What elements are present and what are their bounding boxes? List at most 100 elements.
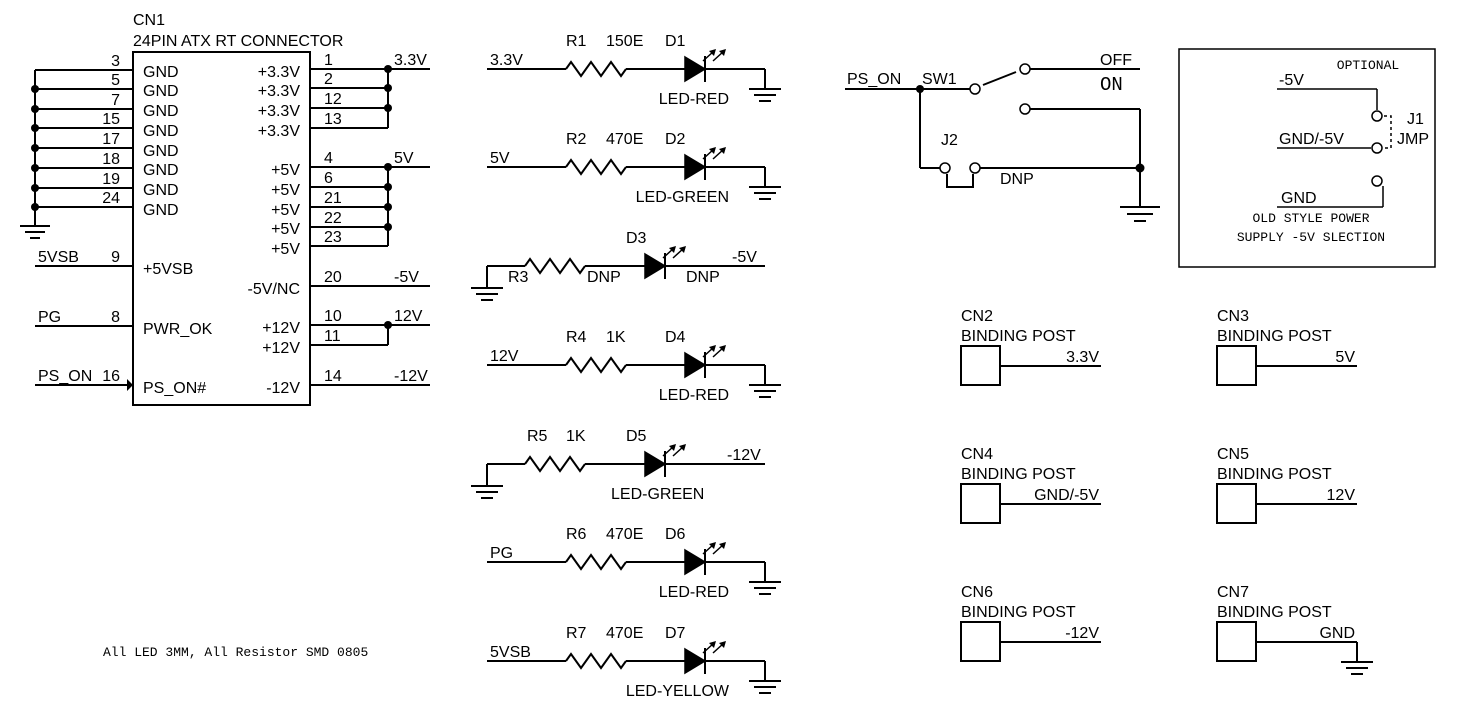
- cn1-pin-label: +5V: [271, 162, 300, 179]
- resistor-value: 1K: [566, 428, 586, 445]
- cn1-pin-num: 17: [102, 131, 120, 148]
- post-net-label: 5V: [1335, 349, 1355, 366]
- cn1-pin-label: GND: [143, 64, 179, 81]
- cn1-pin-num: 15: [102, 111, 120, 128]
- cn1-pin-num: 18: [102, 151, 120, 168]
- cn1-pin-num: 12: [324, 91, 342, 108]
- led-refdes: D6: [665, 526, 686, 543]
- led-d4: [684, 351, 707, 379]
- cn1-pin-num: 2: [324, 71, 333, 88]
- cn1-name: 24PIN ATX RT CONNECTOR: [133, 33, 343, 50]
- post-net-label: GND/-5V: [1034, 487, 1099, 504]
- cn1-pin-num: 24: [102, 190, 120, 207]
- resistor-r3: [524, 257, 586, 275]
- switch-on-label: ON: [1100, 74, 1123, 96]
- post-net-label: 3.3V: [1066, 349, 1099, 366]
- cn1-pin-label: +5V: [271, 241, 300, 258]
- led-refdes: D5: [626, 428, 647, 445]
- net-label: PG: [38, 309, 61, 326]
- optional-frame: [1178, 48, 1436, 268]
- cn1-pin-num: 6: [324, 170, 333, 187]
- resistor-value: 470E: [606, 526, 643, 543]
- switch-off-label: OFF: [1100, 52, 1132, 69]
- j1-pin: [1371, 110, 1383, 122]
- optional-caption: OLD STYLE POWER: [1252, 211, 1369, 226]
- cn1-refdes: CN1: [133, 12, 165, 29]
- j1-value: JMP: [1397, 131, 1429, 148]
- sw1-common-contact: [969, 83, 981, 95]
- cn1-pin-label: GND: [143, 162, 179, 179]
- cn1-pin-label: GND: [143, 182, 179, 199]
- j2-pin: [939, 162, 951, 174]
- j1-pin: [1371, 175, 1383, 187]
- cn1-body: [132, 51, 311, 406]
- net-label: PS_ON: [38, 368, 92, 385]
- led-d7: [684, 647, 707, 675]
- led-refdes: D2: [665, 131, 686, 148]
- net-label: 12V: [490, 348, 519, 365]
- led-refdes: D4: [665, 329, 686, 346]
- cn1-pin-label: +3.3V: [258, 123, 301, 140]
- resistor-refdes: R3: [508, 269, 529, 286]
- optional-caption: SUPPLY -5V SLECTION: [1237, 230, 1385, 245]
- cn1-pin-num: 21: [324, 190, 342, 207]
- net-label: 3.3V: [394, 52, 427, 69]
- sw1-off-contact: [1019, 63, 1031, 75]
- resistor-refdes: R7: [566, 625, 587, 642]
- post-terminal: [960, 483, 1001, 524]
- resistor-value: 150E: [606, 33, 643, 50]
- net-label: 5V: [490, 150, 510, 167]
- sw1-on-contact: [1019, 103, 1031, 115]
- post-terminal: [1216, 621, 1257, 662]
- cn1-pin-num: 22: [324, 210, 342, 227]
- cn1-pin-num: 1: [324, 52, 333, 69]
- resistor-refdes: R2: [566, 131, 587, 148]
- post-refdes: CN6: [961, 584, 993, 601]
- resistor-r4: [565, 356, 627, 374]
- resistor-r2: [565, 158, 627, 176]
- cn1-pin-label: +5VSB: [143, 261, 193, 278]
- led-value: LED-YELLOW: [626, 683, 730, 700]
- net-label: 5V: [394, 150, 414, 167]
- net-label: 5VSB: [490, 644, 531, 661]
- cn1-pin-label: GND: [143, 202, 179, 219]
- net-label: 5VSB: [38, 249, 79, 266]
- resistor-refdes: R6: [566, 526, 587, 543]
- post-refdes: CN2: [961, 308, 993, 325]
- post-name: BINDING POST: [961, 328, 1076, 345]
- led-value: LED-GREEN: [611, 486, 704, 503]
- sw1-refdes: SW1: [922, 71, 957, 88]
- post-net-label: -12V: [1065, 625, 1099, 642]
- optional-net: GND/-5V: [1279, 131, 1344, 148]
- resistor-r1: [565, 60, 627, 78]
- cn1-pin-label: +5V: [271, 221, 300, 238]
- optional-selection-box: OPTIONAL -5V GND/-5V GND J1 JMP OLD STYL…: [1178, 48, 1436, 268]
- post-terminal: [960, 345, 1001, 386]
- resistor-refdes: R5: [527, 428, 548, 445]
- footnote: All LED 3MM, All Resistor SMD 0805: [103, 645, 368, 660]
- post-net-label: GND: [1319, 625, 1355, 642]
- switch-net-label: PS_ON: [847, 71, 901, 88]
- resistor-refdes: R4: [566, 329, 587, 346]
- cn1-pin-label: -5V/NC: [248, 281, 300, 298]
- net-label: -12V: [727, 447, 761, 464]
- post-refdes: CN3: [1217, 308, 1249, 325]
- net-label: -5V: [394, 269, 419, 286]
- led-value: LED-RED: [659, 584, 729, 601]
- net-label: 12V: [394, 308, 423, 325]
- cn1-pin-num: 9: [111, 249, 120, 266]
- cn1-pin-label: -12V: [266, 380, 300, 397]
- led-d1: [684, 55, 707, 83]
